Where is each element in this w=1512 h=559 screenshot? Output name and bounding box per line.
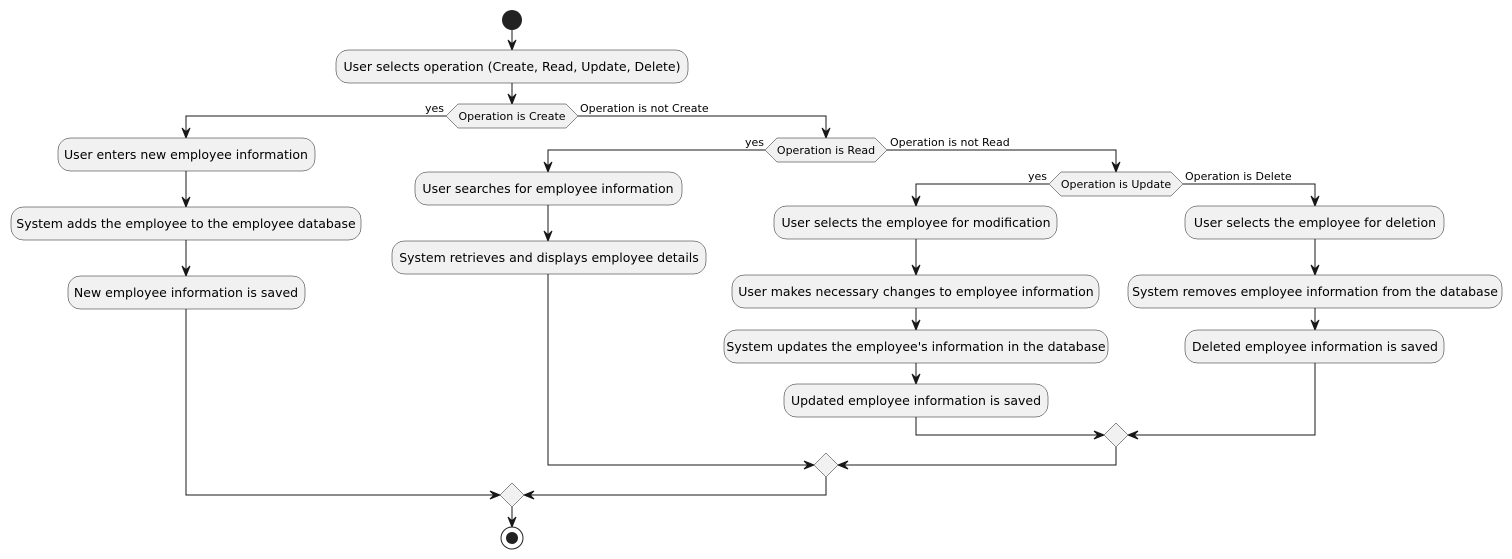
arrowhead	[911, 319, 921, 332]
branch-label-read-yes: yes	[745, 136, 764, 149]
decision-label: Operation is Read	[777, 144, 875, 157]
arrowhead	[181, 265, 191, 278]
decision-label: Operation is Update	[1061, 178, 1172, 191]
merge-update-delete	[1103, 422, 1129, 448]
arrowhead	[181, 196, 191, 209]
branch-label-update-yes: yes	[1028, 170, 1047, 183]
arrowhead	[911, 195, 921, 208]
arrowhead	[489, 490, 502, 500]
activity-label: System adds the employee to the employee…	[16, 216, 356, 231]
arrowhead	[507, 516, 517, 529]
edge-create-no	[578, 115, 827, 138]
activity-search-info: User searches for employee information	[414, 171, 683, 206]
activity-label: New employee information is saved	[74, 285, 298, 300]
arrowhead	[836, 460, 849, 470]
decision-is-create: Operation is Create	[445, 103, 579, 129]
merge-read	[813, 452, 839, 478]
branch-label-read-no: Operation is not Read	[890, 136, 1010, 149]
arrowhead	[911, 373, 921, 386]
activity-label: User enters new employee information	[64, 147, 308, 162]
activity-remove-info: System removes employee information from…	[1127, 274, 1503, 309]
arrowhead	[181, 127, 191, 140]
arrowhead	[803, 460, 816, 470]
arrowheads	[181, 39, 1320, 529]
activity-label: System retrieves and displays employee d…	[399, 250, 699, 265]
activity-label: Updated employee information is saved	[791, 393, 1041, 408]
branch-label-create-no: Operation is not Create	[580, 102, 709, 115]
arrowhead	[507, 93, 517, 106]
decision-is-update: Operation is Update	[1048, 171, 1184, 197]
decision-label: Operation is Create	[458, 110, 565, 123]
edge-read-no	[887, 149, 1117, 172]
activity-label: Deleted employee information is saved	[1192, 339, 1438, 354]
arrowhead	[821, 127, 831, 140]
branch-label-create-yes: yes	[425, 102, 444, 115]
arrowhead	[543, 161, 553, 174]
activity-retrieve-details: System retrieves and displays employee d…	[391, 240, 707, 275]
edge-deleted-to-merge	[1128, 363, 1316, 436]
activity-label: User selects the employee for modificati…	[782, 215, 1051, 230]
activity-label: User selects operation (Create, Read, Up…	[344, 59, 681, 74]
activity-deleted-saved: Deleted employee information is saved	[1184, 329, 1445, 364]
arrowhead	[507, 39, 517, 52]
arrowhead	[1310, 264, 1320, 277]
arrowhead	[522, 490, 535, 500]
branch-label-update-no: Operation is Delete	[1185, 170, 1292, 183]
activity-select-operation: User selects operation (Create, Read, Up…	[335, 49, 689, 84]
arrowhead	[1111, 161, 1121, 174]
edge-update-yes	[915, 183, 1049, 206]
arrowhead	[543, 230, 553, 243]
activity-add-employee: System adds the employee to the employee…	[10, 206, 362, 241]
activity-label: User selects the employee for deletion	[1194, 215, 1436, 230]
end-node	[500, 526, 524, 550]
edge-read-merge-to-final-merge	[524, 477, 827, 496]
arrowhead	[1310, 195, 1320, 208]
activity-update-info: System updates the employee's informatio…	[723, 329, 1109, 364]
activity-make-changes: User makes necessary changes to employee…	[731, 274, 1100, 309]
edge-read-yes	[547, 149, 765, 172]
arrowhead	[1126, 430, 1139, 440]
edge-update-merge-to-read-merge	[838, 447, 1117, 466]
arrowhead	[1310, 319, 1320, 332]
edge-update-no	[1183, 183, 1316, 206]
activity-enter-info: User enters new employee information	[57, 137, 316, 172]
edge-read-to-merge	[547, 274, 814, 466]
edge-create-to-final-merge	[185, 309, 500, 496]
decision-is-read: Operation is Read	[764, 137, 888, 163]
activity-info-saved: New employee information is saved	[67, 275, 306, 310]
arrowhead	[1093, 430, 1106, 440]
activity-label: User searches for employee information	[422, 181, 673, 196]
activity-select-delete: User selects the employee for deletion	[1184, 205, 1445, 240]
edge-updated-to-merge	[915, 417, 1104, 436]
merge-final	[499, 482, 525, 508]
arrowhead	[911, 264, 921, 277]
activity-updated-saved: Updated employee information is saved	[783, 383, 1049, 418]
activity-label: User makes necessary changes to employee…	[738, 284, 1093, 299]
activity-label: System removes employee information from…	[1132, 284, 1498, 299]
activity-label: System updates the employee's informatio…	[726, 339, 1105, 354]
start-node	[502, 10, 522, 30]
edge-create-yes	[185, 115, 446, 138]
activity-select-modify: User selects the employee for modificati…	[773, 205, 1058, 240]
